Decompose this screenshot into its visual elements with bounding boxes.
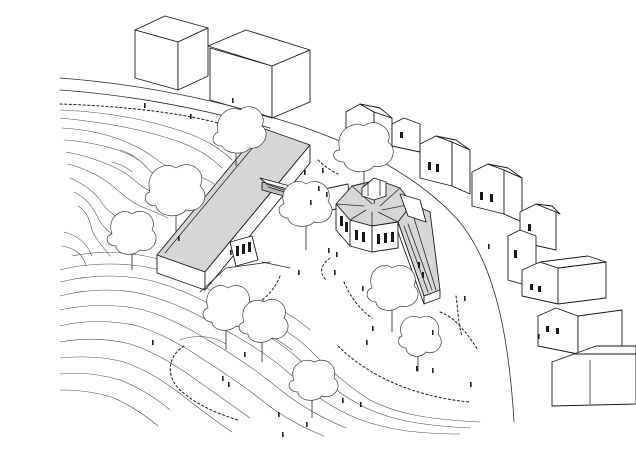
background-building-blocks <box>134 15 311 119</box>
tree <box>212 106 267 166</box>
trees <box>106 106 442 418</box>
tree <box>238 299 289 362</box>
tree <box>398 315 442 372</box>
street-row-houses <box>345 103 636 407</box>
tree <box>144 164 206 232</box>
tree <box>278 181 333 250</box>
people-figures <box>144 98 540 437</box>
tree <box>333 122 394 186</box>
tree <box>288 359 339 418</box>
octagonal-pavilion <box>319 177 441 305</box>
tree <box>366 265 419 332</box>
footpaths <box>169 159 479 421</box>
tree <box>106 211 157 270</box>
